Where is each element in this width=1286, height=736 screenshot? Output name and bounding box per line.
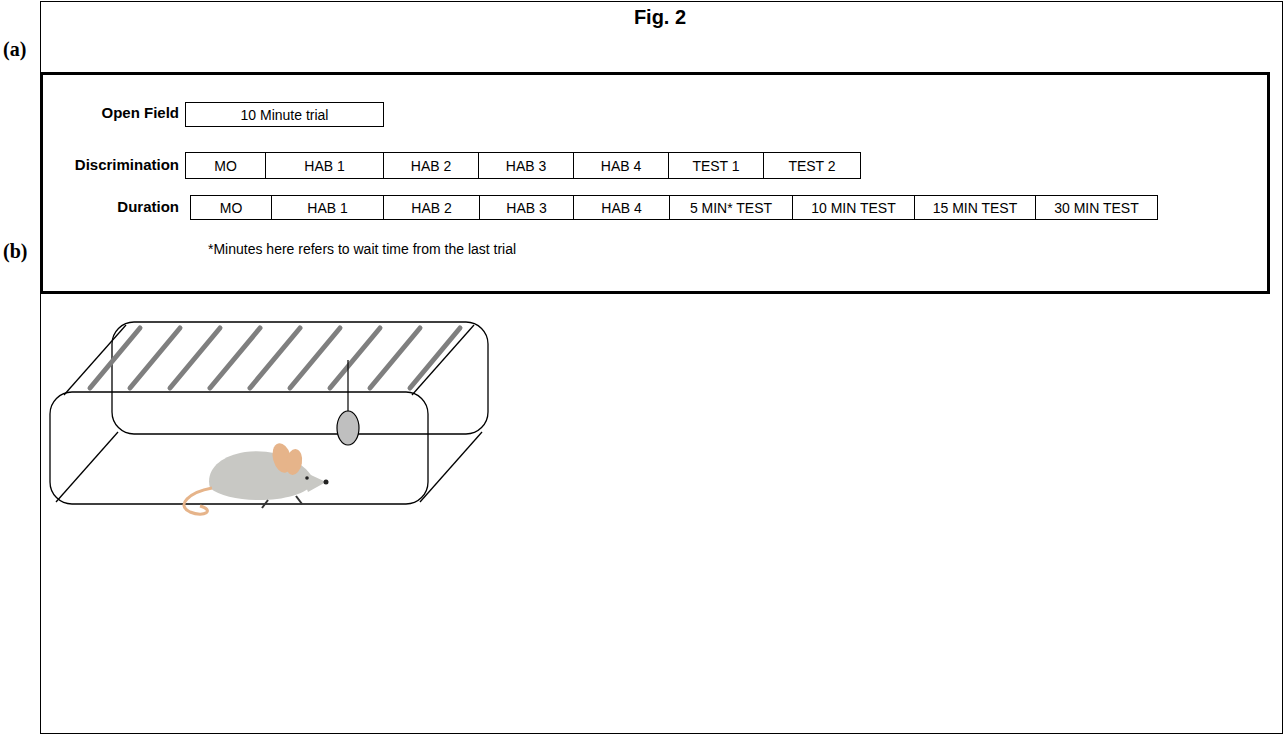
trial-label: 15 MIN TEST xyxy=(933,200,1018,216)
trial-box: TEST 1 xyxy=(668,152,764,179)
trial-box: TEST 2 xyxy=(763,152,861,179)
trial-label: HAB 4 xyxy=(601,158,641,174)
panel-label: (b) xyxy=(3,240,27,263)
panel-label: (a) xyxy=(3,38,26,61)
trial-box: HAB 2 xyxy=(383,152,479,179)
row-label: *Minutes here refers to wait time from t… xyxy=(208,241,516,257)
trial-label: TEST 1 xyxy=(692,158,739,174)
row-label: Open Field xyxy=(43,104,179,121)
trial-box: 10 MIN TEST xyxy=(792,195,915,220)
trial-label: HAB 2 xyxy=(411,158,451,174)
row-label: Discrimination xyxy=(43,156,179,173)
schedule-panel: Open FieldDiscriminationDuration *Minutes… xyxy=(40,72,1270,294)
row-label: Duration xyxy=(43,198,179,215)
trial-box: 10 Minute trial xyxy=(185,102,384,127)
trial-box: 15 MIN TEST xyxy=(914,195,1036,220)
trial-label: 5 MIN* TEST xyxy=(690,200,772,216)
figure-title: Fig. 2 xyxy=(634,6,686,29)
trial-label: 10 Minute trial xyxy=(241,107,329,123)
trial-box: HAB 3 xyxy=(478,152,574,179)
trial-box: 5 MIN* TEST xyxy=(669,195,793,220)
trial-label: HAB 1 xyxy=(304,158,344,174)
trial-label: HAB 4 xyxy=(601,200,641,216)
trial-box: HAB 3 xyxy=(479,195,574,220)
trial-label: 30 MIN TEST xyxy=(1054,200,1139,216)
trial-box: HAB 1 xyxy=(271,195,384,220)
trial-label: HAB 2 xyxy=(411,200,451,216)
trial-box: HAB 2 xyxy=(383,195,480,220)
trial-box: MO xyxy=(190,195,272,220)
trial-label: MO xyxy=(214,158,237,174)
trial-label: 10 MIN TEST xyxy=(811,200,896,216)
trial-label: HAB 1 xyxy=(307,200,347,216)
trial-label: TEST 2 xyxy=(788,158,835,174)
trial-box: 30 MIN TEST xyxy=(1035,195,1158,220)
trial-box: HAB 4 xyxy=(573,195,670,220)
trial-label: HAB 3 xyxy=(506,158,546,174)
trial-label: MO xyxy=(220,200,243,216)
trial-label: HAB 3 xyxy=(506,200,546,216)
trial-box: MO xyxy=(185,152,266,179)
trial-box: HAB 4 xyxy=(573,152,669,179)
trial-box: HAB 1 xyxy=(265,152,384,179)
